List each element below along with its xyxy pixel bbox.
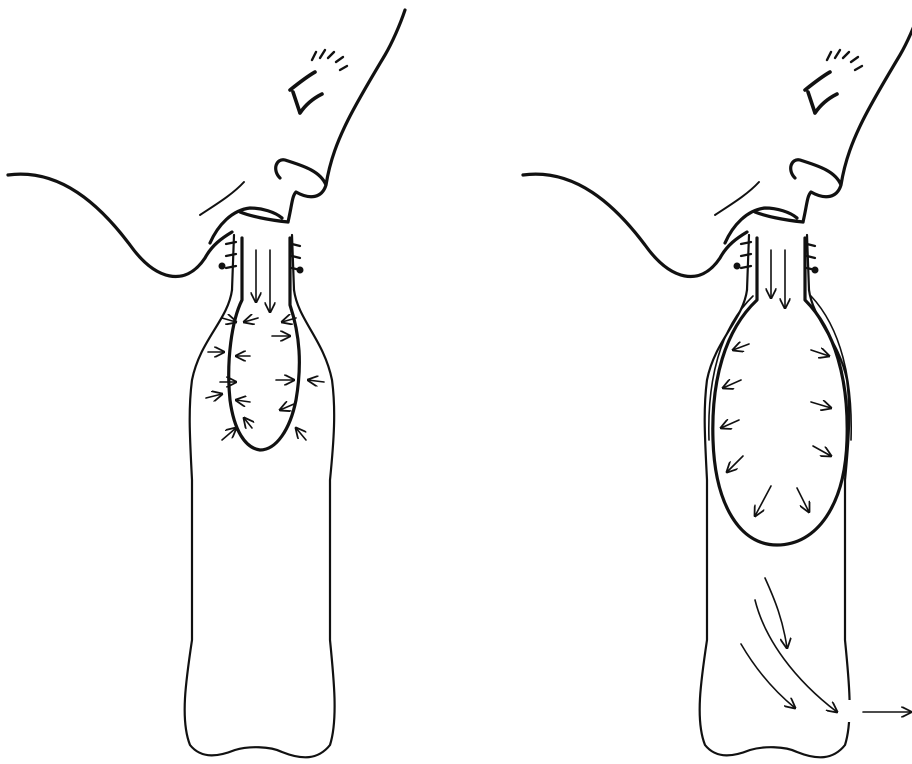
left-face bbox=[8, 10, 405, 277]
right-balloon-inflated bbox=[713, 238, 847, 545]
right-panel bbox=[523, 10, 912, 757]
right-escape-arrows bbox=[741, 578, 911, 712]
left-airflow-arrows bbox=[256, 250, 270, 312]
left-balloon-deflated bbox=[229, 238, 300, 450]
right-pressure-arrows bbox=[721, 344, 831, 516]
left-panel bbox=[8, 10, 405, 757]
right-face bbox=[523, 10, 912, 277]
right-balloon-inner-wall bbox=[709, 296, 851, 440]
bottle-hole bbox=[841, 700, 851, 722]
right-airflow-arrows bbox=[771, 250, 785, 308]
left-bottle bbox=[185, 235, 335, 757]
left-pressure-arrows bbox=[206, 318, 324, 440]
